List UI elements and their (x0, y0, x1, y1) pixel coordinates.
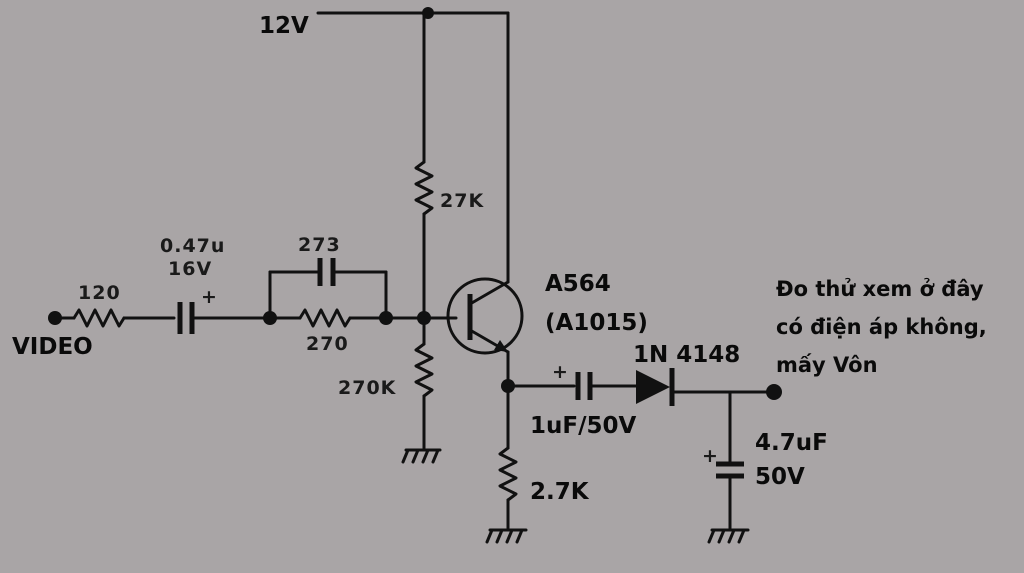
resistor-270-label: 270 (306, 333, 349, 355)
resistor-27k (414, 11, 434, 320)
capacitor-273-label: 273 (298, 234, 341, 256)
resistor-2-7k-label: 2.7K (530, 479, 590, 505)
capacitor-4-7uf: + (702, 390, 744, 530)
capacitor-047u-voltage: 16V (168, 258, 212, 280)
transistor-a564 (446, 277, 524, 388)
ground-symbol-filter (707, 528, 750, 544)
capacitor-4-7uf-voltage: 50V (755, 464, 805, 490)
video-input-label: VIDEO (12, 334, 93, 360)
svg-text:+: + (702, 445, 719, 467)
note-line-3: mấy Vôn (776, 353, 878, 377)
resistor-270k-label: 270K (338, 377, 397, 399)
resistor-2-7k (498, 384, 518, 530)
supply-label: 12V (259, 13, 309, 39)
capacitor-1uf: + (506, 361, 638, 400)
diode-1n4148 (636, 368, 774, 406)
capacitor-047u: + (177, 286, 270, 334)
capacitor-047u-value: 0.47u (160, 235, 225, 257)
ground-symbol-base (401, 448, 442, 464)
note-line-2: có điện áp không, (776, 315, 987, 339)
resistor-120-label: 120 (78, 282, 121, 304)
diode-part-label: 1N 4148 (633, 342, 740, 368)
note-line-1: Đo thử xem ở đây (776, 277, 984, 301)
svg-text:+: + (201, 286, 218, 308)
parallel-rc-network (263, 258, 458, 328)
resistor-120 (53, 308, 176, 328)
resistor-270k (414, 316, 434, 450)
transistor-alt-part-label: (A1015) (545, 310, 648, 336)
test-point (766, 384, 782, 400)
supply-rail (316, 7, 510, 284)
resistor-27k-label: 27K (440, 190, 484, 212)
transistor-part-label: A564 (545, 271, 611, 297)
svg-text:+: + (552, 361, 569, 383)
capacitor-4-7uf-value: 4.7uF (755, 430, 828, 456)
ground-symbol-emitter (485, 528, 528, 544)
capacitor-1uf-label: 1uF/50V (530, 413, 636, 439)
